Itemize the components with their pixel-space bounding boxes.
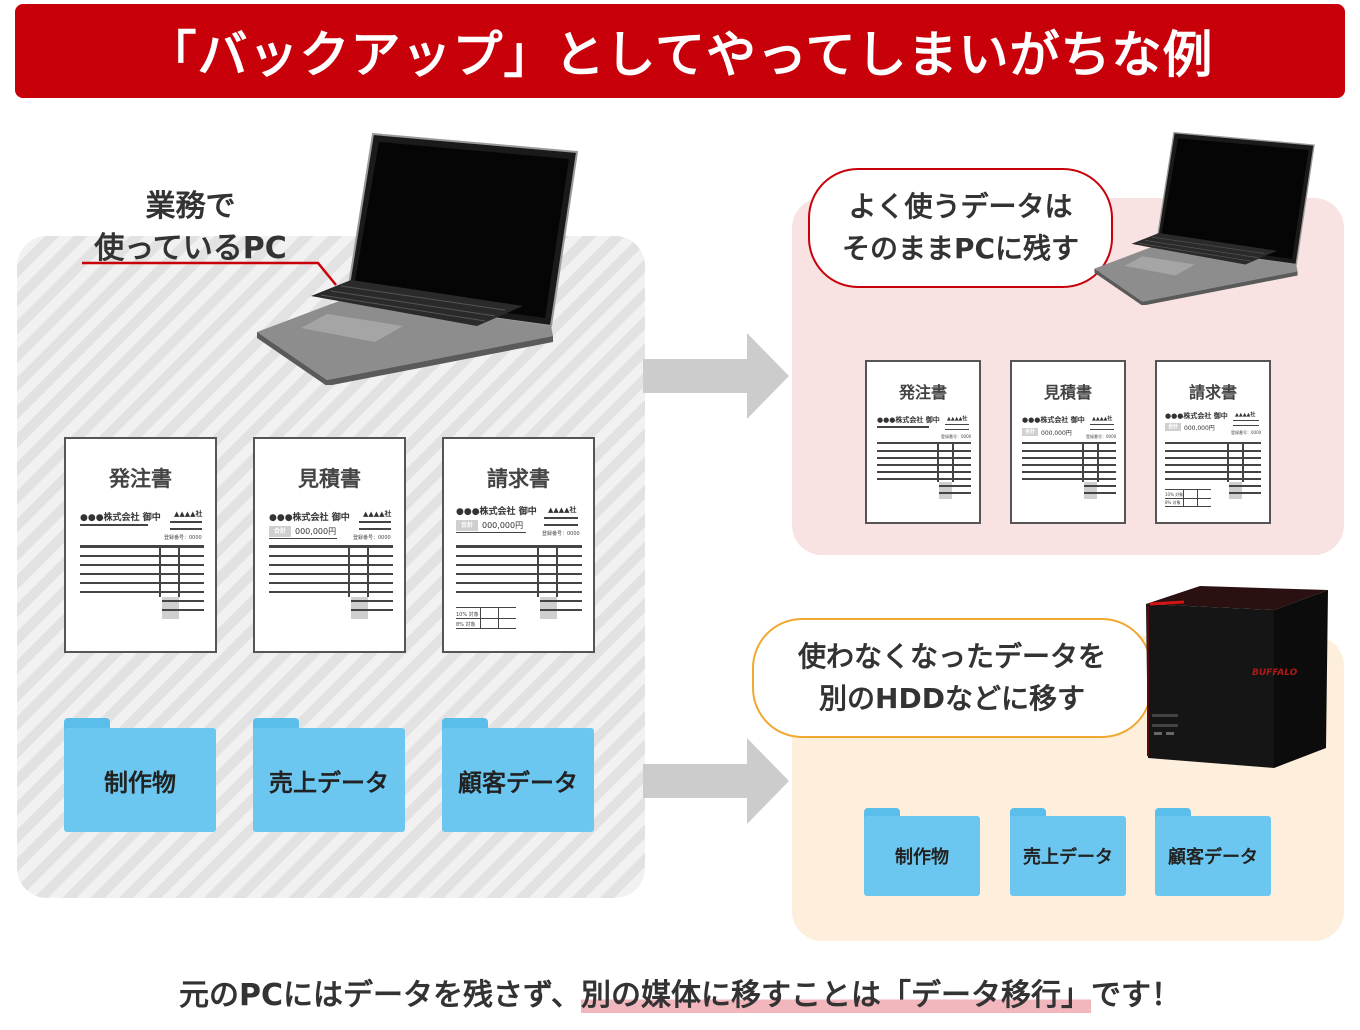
amount-label: 合計 — [1165, 423, 1181, 431]
document-title: 見積書 — [1043, 383, 1092, 402]
document-purchase-order: 発注書 ●●●株式会社 御中 ▲▲▲▲社 登録番号：0000 — [64, 437, 217, 653]
document-amount: 000,000円 — [1041, 430, 1072, 437]
document-regno: 登録番号：0000 — [353, 535, 391, 541]
bubble-line-1: 使わなくなったデータを — [797, 640, 1106, 673]
document-title: 発注書 — [898, 383, 947, 402]
document-invoice: 請求書 ●●●株式会社 御中 合計 000,000円 ▲▲▲▲社 登録番号：00… — [1155, 360, 1271, 524]
document-invoice: 請求書 ●●●株式会社 御中 合計 000,000円 ▲▲▲▲社 登録番号：00… — [442, 437, 595, 653]
bubble-line-2: そのままPCに残す — [841, 232, 1080, 265]
amount-label: 合計 — [456, 520, 478, 531]
document-company: ●●●株式会社 御中 — [877, 416, 940, 424]
laptop-icon — [257, 132, 579, 385]
tax-10: 10% 対象 — [456, 612, 479, 618]
document-seller: ▲▲▲▲社 — [174, 510, 203, 518]
amount-label: 合計 — [269, 526, 291, 537]
document-seller: ▲▲▲▲社 — [363, 510, 392, 518]
folder-label: 制作物 — [895, 847, 949, 868]
bubble-line-2: 別のHDDなどに移す — [819, 682, 1085, 715]
document-regno: 登録番号：0000 — [941, 434, 972, 439]
document-amount: 000,000円 — [295, 527, 337, 536]
document-company: ●●●株式会社 御中 — [1165, 412, 1228, 420]
footer-highlight: 別の媒体に移すことは「データ移行」 — [580, 978, 1091, 1013]
caption-line-1: 業務で — [145, 189, 236, 224]
hdd-brand-logo: BUFFALO — [1252, 668, 1298, 678]
arrow-right-icon — [643, 738, 789, 824]
tax-10: 10% 対象 — [1165, 492, 1184, 497]
arrow-right-icon — [643, 333, 789, 419]
document-title: 請求書 — [1188, 383, 1237, 402]
document-purchase-order: 発注書 ●●●株式会社 御中 ▲▲▲▲社 登録番号：0000 — [865, 360, 981, 524]
caption-line-2: 使っているPC — [94, 231, 287, 266]
bubble-line-1: よく使うデータは — [848, 190, 1073, 223]
laptop-icon — [1094, 132, 1315, 305]
document-title: 請求書 — [487, 467, 550, 491]
tax-8: 8% 対象 — [456, 622, 476, 628]
folder-works: 制作物 — [64, 718, 216, 832]
document-regno: 登録番号：0000 — [542, 531, 580, 537]
external-hdd-icon — [1146, 586, 1328, 768]
keep-on-pc-bubble: よく使うデータは そのままPCに残す — [808, 168, 1113, 288]
document-company: ●●●株式会社 御中 — [1022, 416, 1085, 424]
folder-customer-data: 顧客データ — [1155, 808, 1271, 896]
document-regno: 登録番号：0000 — [1231, 430, 1262, 435]
move-to-hdd-bubble: 使わなくなったデータを 別のHDDなどに移す — [752, 618, 1152, 738]
document-estimate: 見積書 ●●●株式会社 御中 合計 000,000円 ▲▲▲▲社 登録番号：00… — [1010, 360, 1126, 524]
folder-customer-data: 顧客データ — [442, 718, 594, 832]
folder-works: 制作物 — [864, 808, 980, 896]
document-amount: 000,000円 — [482, 521, 524, 530]
folder-label: 制作物 — [104, 768, 176, 797]
document-title: 発注書 — [109, 467, 172, 491]
folder-label: 顧客データ — [1168, 847, 1258, 868]
folder-sales-data: 売上データ — [1010, 808, 1126, 896]
document-company: ●●●株式会社 御中 — [456, 507, 537, 517]
document-regno: 登録番号：0000 — [164, 535, 202, 541]
document-seller: ▲▲▲▲社 — [1235, 412, 1256, 418]
amount-label: 合計 — [1022, 428, 1038, 436]
folder-label: 売上データ — [1023, 847, 1113, 868]
document-estimate: 見積書 ●●●株式会社 御中 合計 000,000円 ▲▲▲▲社 登録番号：00… — [253, 437, 406, 653]
folder-sales-data: 売上データ — [253, 718, 405, 832]
document-company: ●●●株式会社 御中 — [269, 513, 350, 523]
page-title: 「バックアップ」としてやってしまいがちな例 — [146, 26, 1214, 84]
footer-message: 元のPCにはデータを残さず、別の媒体に移すことは「データ移行」です！ — [0, 970, 1360, 1014]
title-banner: 「バックアップ」としてやってしまいがちな例 — [15, 4, 1345, 98]
footer-part-2: です！ — [1090, 978, 1181, 1013]
document-seller: ▲▲▲▲社 — [947, 416, 968, 422]
document-regno: 登録番号：0000 — [1086, 434, 1117, 439]
document-seller: ▲▲▲▲社 — [1092, 416, 1113, 422]
document-title: 見積書 — [298, 467, 361, 491]
folder-label: 売上データ — [269, 768, 389, 797]
tax-8: 8% 対象 — [1165, 500, 1181, 505]
document-company: ●●●株式会社 御中 — [80, 513, 161, 523]
footer-part-1: 元のPCにはデータを残さず、 — [179, 978, 581, 1013]
document-amount: 000,000円 — [1184, 425, 1215, 432]
current-pc-caption: 業務で 使っているPC — [78, 186, 303, 270]
folder-label: 顧客データ — [458, 768, 578, 797]
document-seller: ▲▲▲▲社 — [548, 506, 577, 514]
